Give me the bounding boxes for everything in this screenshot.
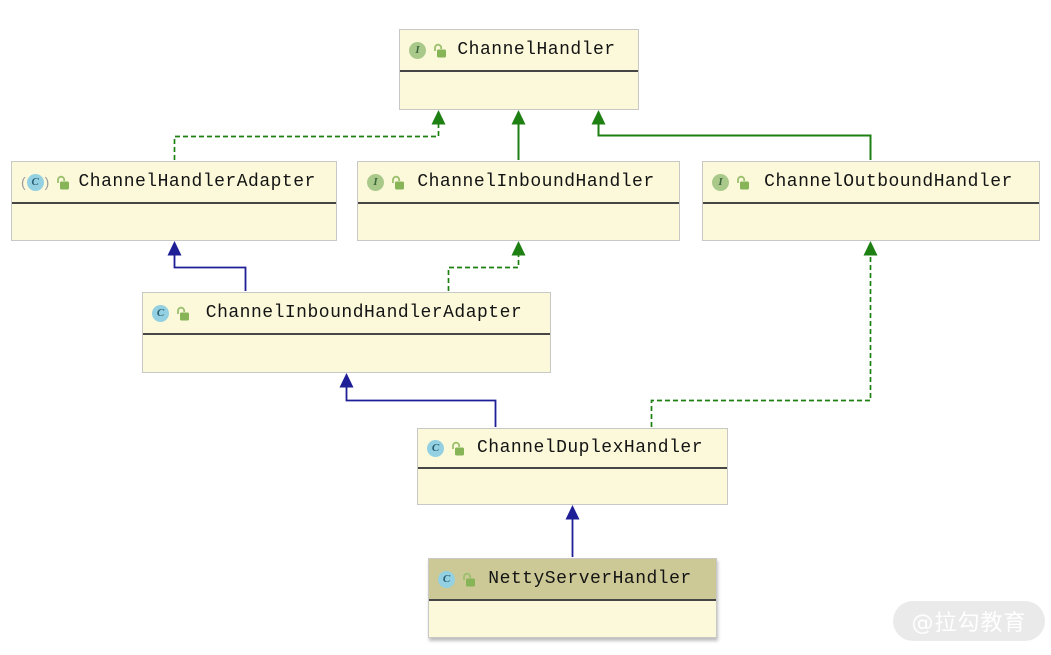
edge-channelhandleradapter-realizes-channelhandler	[173, 110, 446, 160]
node-header: I ChannelInboundHandler	[358, 162, 679, 204]
edge-nettyserverhandler-extends-channelduplexhandler	[565, 505, 580, 557]
interface-icon: I	[712, 173, 729, 191]
uml-node-channelhandler[interactable]: I ChannelHandler	[399, 29, 639, 110]
icon-letter: C	[156, 307, 165, 319]
edge-channelduplexhandler-extends-channelinboundhandleradapter	[339, 373, 497, 427]
class-icon: C	[152, 304, 169, 322]
unlocked-padlock-icon	[450, 441, 465, 456]
interface-icon: I	[409, 41, 426, 59]
watermark-badge: @拉勾教育	[893, 601, 1045, 641]
unlocked-padlock-icon	[390, 175, 405, 190]
class-icon: C	[427, 439, 444, 457]
node-header: C ChannelInboundHandlerAdapter	[143, 293, 550, 335]
node-body	[143, 335, 550, 372]
node-header: I ChannelHandler	[400, 30, 638, 72]
watermark-text: @拉勾教育	[911, 611, 1027, 636]
icon-letter: I	[718, 176, 723, 188]
unlocked-padlock-icon	[55, 175, 70, 190]
node-header: C NettyServerHandler	[429, 559, 716, 601]
node-label: ChannelOutboundHandler	[764, 172, 1013, 192]
node-label: ChannelHandlerAdapter	[78, 172, 316, 192]
icon-letter: C	[431, 442, 440, 454]
uml-node-channeloutboundhandler[interactable]: I ChannelOutboundHandler	[702, 161, 1040, 241]
uml-node-nettyserverhandler[interactable]: C NettyServerHandler	[428, 558, 717, 638]
unlocked-padlock-icon	[461, 572, 476, 587]
icon-letter: I	[415, 44, 420, 56]
abstract-class-icon: C	[21, 173, 49, 191]
node-label: NettyServerHandler	[488, 569, 692, 589]
icon-letter: I	[373, 176, 378, 188]
edge-channelinboundhandler-extends-channelhandler	[511, 110, 526, 160]
icon-letter: C	[31, 176, 39, 188]
node-body	[429, 601, 716, 637]
uml-node-channelinboundhandleradapter[interactable]: C ChannelInboundHandlerAdapter	[142, 292, 551, 373]
unlocked-padlock-icon	[432, 43, 447, 58]
class-icon: C	[438, 570, 455, 588]
edge-channelduplexhandler-realizes-channeloutboundhandler	[650, 241, 878, 427]
node-body	[400, 72, 638, 109]
node-header: C ChannelDuplexHandler	[418, 429, 727, 469]
node-label: ChannelInboundHandler	[417, 172, 655, 192]
node-body	[703, 204, 1039, 240]
node-body	[418, 469, 727, 504]
edge-channelinboundhandleradapter-realizes-channelinboundhandler	[447, 241, 526, 291]
unlocked-padlock-icon	[175, 306, 190, 321]
node-header: I ChannelOutboundHandler	[703, 162, 1039, 204]
edge-channelinboundhandleradapter-extends-channelhandleradapter	[167, 241, 247, 291]
interface-icon: I	[367, 173, 384, 191]
node-label: ChannelHandler	[457, 40, 616, 60]
node-header: C ChannelHandlerAdapter	[12, 162, 336, 204]
node-body	[12, 204, 336, 240]
edge-channeloutboundhandler-extends-channelhandler	[591, 110, 872, 160]
node-label: ChannelDuplexHandler	[476, 438, 704, 458]
uml-node-channelduplexhandler[interactable]: C ChannelDuplexHandler	[417, 428, 728, 505]
unlocked-padlock-icon	[735, 175, 750, 190]
node-label: ChannelInboundHandlerAdapter	[205, 303, 523, 323]
icon-letter: C	[442, 573, 451, 585]
uml-node-channelhandleradapter[interactable]: C ChannelHandlerAdapter	[11, 161, 337, 241]
uml-node-channelinboundhandler[interactable]: I ChannelInboundHandler	[357, 161, 680, 241]
node-body	[358, 204, 679, 240]
